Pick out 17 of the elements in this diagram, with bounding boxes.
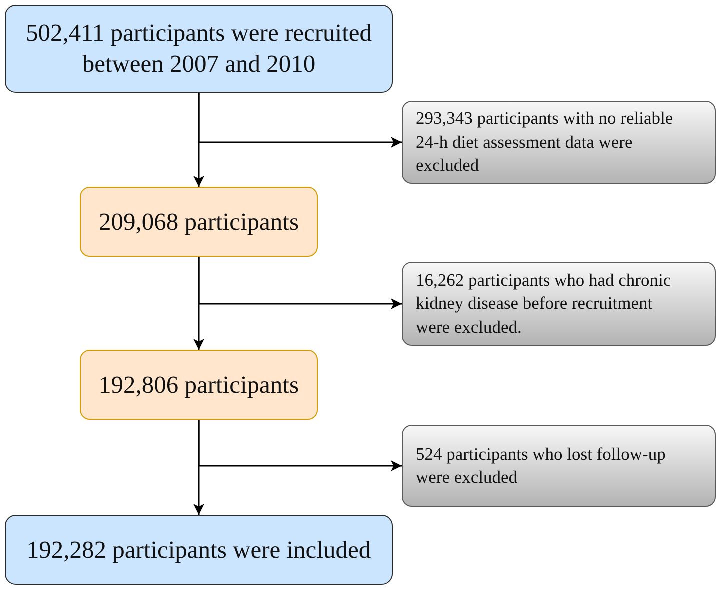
arrow	[198, 93, 402, 148]
box-text: 192,806 participants	[98, 370, 300, 400]
exclusion-box	[402, 262, 716, 346]
arrow	[198, 420, 402, 472]
process-box	[5, 5, 393, 93]
box-text: 192,282 participants were included	[26, 536, 372, 566]
arrow	[198, 257, 402, 310]
process-box	[80, 187, 318, 257]
box-text: 502,411 participants were recruited between 2007 and 2010	[24, 19, 374, 80]
box-text: 16,262 participants who had chronic kidney disease before recruitment were excluded.	[416, 268, 672, 339]
exclusion-box	[402, 101, 716, 184]
process-box	[5, 515, 393, 585]
exclusion-box	[402, 425, 716, 507]
box-text: 209,068 participants	[98, 208, 300, 238]
process-box	[80, 350, 318, 420]
box-text: 293,343 participants with no reliable 24-h diet assessment data were excluded	[416, 107, 674, 178]
box-text: 524 participants who lost follow-up were excluded	[416, 442, 667, 489]
